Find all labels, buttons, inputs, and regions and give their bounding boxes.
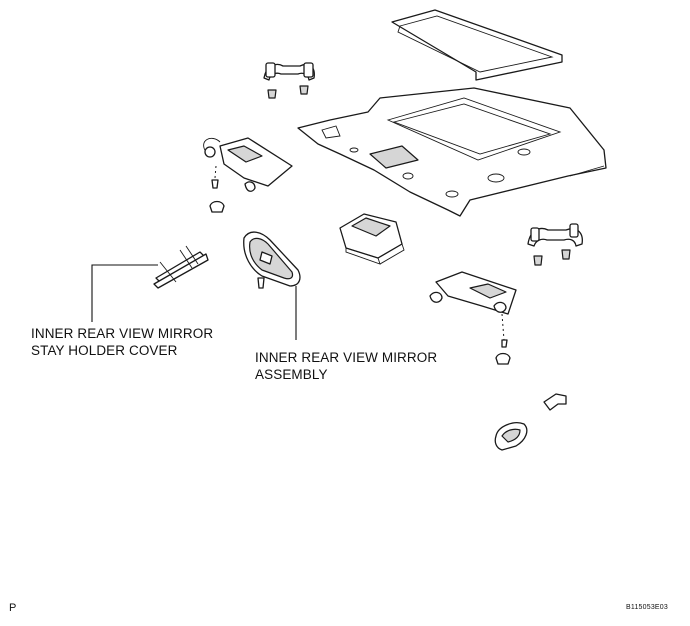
callout-stay-holder-cover-line1: INNER REAR VIEW MIRROR — [31, 326, 214, 341]
stay-holder-cover — [153, 245, 209, 289]
callout-mirror-assembly-line2: ASSEMBLY — [255, 367, 328, 382]
assist-grip-right — [527, 223, 583, 266]
callout-mirror-assembly: INNER REAR VIEW MIRROR ASSEMBLY — [255, 349, 437, 383]
assist-grip-upper — [263, 62, 315, 99]
roof-headliner — [297, 87, 607, 217]
rear-view-mirror — [243, 231, 301, 289]
leader-line-stay-holder-cover — [91, 264, 158, 322]
sun-visor-right — [429, 271, 517, 365]
overhead-switch-parts — [494, 393, 567, 451]
callout-mirror-assembly-line1: INNER REAR VIEW MIRROR — [255, 350, 438, 365]
figure-code: B115053E03 — [626, 604, 668, 611]
page-marker: P — [9, 602, 17, 614]
sunroof-weatherstrip — [391, 9, 563, 81]
overhead-console — [339, 213, 405, 265]
callout-stay-holder-cover-line2: STAY HOLDER COVER — [31, 343, 178, 358]
sun-visor-left — [203, 137, 293, 213]
callout-stay-holder-cover: INNER REAR VIEW MIRROR STAY HOLDER COVER — [31, 325, 213, 359]
